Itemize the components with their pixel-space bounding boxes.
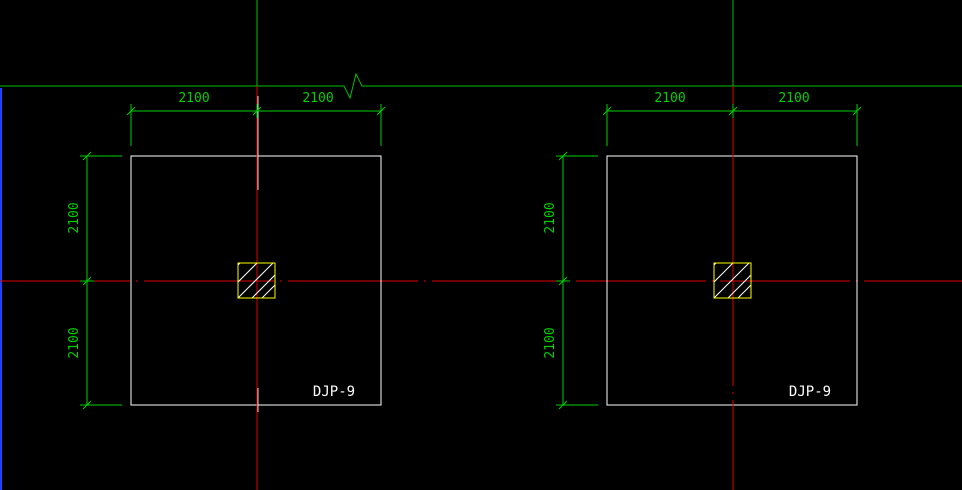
column[interactable] — [222, 253, 290, 304]
column[interactable] — [698, 253, 766, 304]
dimension-label: 2100 — [67, 202, 82, 233]
footing-outline[interactable] — [130, 155, 382, 406]
footing-tag: DJP-9 — [313, 384, 355, 400]
dimension-label: 2100 — [543, 202, 558, 233]
dimension-label: 2100 — [543, 327, 558, 358]
dimension-label: 2100 — [67, 327, 82, 358]
dimension-label: 2100 — [654, 91, 685, 106]
hatch-pattern-icon — [714, 263, 751, 298]
dimension-label: 2100 — [778, 91, 809, 106]
footing-outline[interactable] — [606, 155, 858, 406]
dimension-top[interactable]: 2100 2100 — [602, 91, 862, 146]
dimension-side[interactable]: 2100 2100 — [543, 151, 598, 410]
dimension-label: 2100 — [178, 91, 209, 106]
grid-line-horizontal[interactable] — [0, 72, 962, 100]
dimension-label: 2100 — [302, 91, 333, 106]
dimension-top[interactable]: 2100 2100 — [126, 91, 386, 146]
footing-2[interactable]: 2100 2100 2100 2100 DJP-9 — [543, 86, 862, 490]
footing-1[interactable]: 2100 2100 2100 2100 — [67, 86, 386, 490]
footing-tag: DJP-9 — [789, 384, 831, 400]
hatch-pattern-icon — [238, 263, 275, 298]
dimension-side[interactable]: 2100 2100 — [67, 151, 122, 410]
